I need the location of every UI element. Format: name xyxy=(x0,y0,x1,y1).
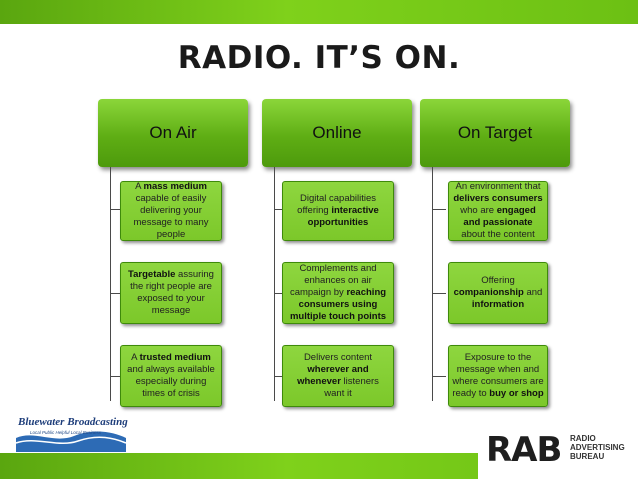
logo-tagline: Local Public Helpful Local Business xyxy=(30,430,102,435)
feature-box: Exposure to the message when and where c… xyxy=(448,345,548,407)
feature-box: Offering companionship and information xyxy=(448,262,548,324)
column-header: On Target xyxy=(420,99,570,167)
feature-box: Targetable assuring the right people are… xyxy=(120,262,222,324)
wave-icon xyxy=(14,414,128,452)
feature-box: An environment that delivers consumers w… xyxy=(448,181,548,241)
connector-line xyxy=(110,167,111,401)
connector-line xyxy=(432,167,433,401)
box-text: Offering companionship and information xyxy=(453,275,543,310)
connector-tick xyxy=(110,209,124,210)
bluewater-broadcasting-logo: Bluewater Broadcasting Local Public Help… xyxy=(14,414,128,452)
box-text: An environment that delivers consumers w… xyxy=(453,181,543,240)
feature-box: Complements and enhances on air campaign… xyxy=(282,262,394,324)
column-on-target: On Target An environment that delivers c… xyxy=(420,99,570,409)
page-title: RADIO. IT’S ON. xyxy=(177,40,461,76)
feature-box: Delivers content wherever and whenever l… xyxy=(282,345,394,407)
connector-tick xyxy=(274,293,288,294)
logo-name: Bluewater Broadcasting xyxy=(18,416,128,428)
connector-tick xyxy=(110,376,124,377)
box-text: Exposure to the message when and where c… xyxy=(452,352,544,399)
connector-line xyxy=(274,167,275,401)
box-text: Targetable assuring the right people are… xyxy=(128,269,214,316)
rab-name: RADIO ADVERTISING BUREAU xyxy=(570,434,625,461)
feature-box: A trusted medium and always available es… xyxy=(120,345,222,407)
box-text: Complements and enhances on air campaign… xyxy=(289,263,387,322)
rab-mark: RAB xyxy=(486,430,562,470)
connector-tick xyxy=(274,376,288,377)
column-header: Online xyxy=(262,99,412,167)
feature-box: A mass medium capable of easily deliveri… xyxy=(120,181,222,241)
feature-box: Digital capabilities offering interactiv… xyxy=(282,181,394,241)
connector-tick xyxy=(274,209,288,210)
column-on-air: On Air A mass medium capable of easily d… xyxy=(98,99,248,409)
column-online: Online Digital capabilities offering int… xyxy=(262,99,412,409)
connector-tick xyxy=(432,293,446,294)
connector-tick xyxy=(432,376,446,377)
box-text: Digital capabilities offering interactiv… xyxy=(297,193,379,228)
top-green-band xyxy=(0,0,638,24)
box-text: A trusted medium and always available es… xyxy=(127,352,215,399)
connector-tick xyxy=(110,293,124,294)
rab-logo: RAB RADIO ADVERTISING BUREAU xyxy=(478,424,638,479)
connector-tick xyxy=(432,209,446,210)
box-text: Delivers content wherever and whenever l… xyxy=(297,352,379,399)
box-text: A mass medium capable of easily deliveri… xyxy=(133,181,209,240)
column-header: On Air xyxy=(98,99,248,167)
